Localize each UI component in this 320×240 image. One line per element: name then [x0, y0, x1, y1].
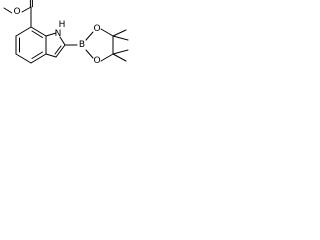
chemical-structure: O O H N B O O — [3, 0, 129, 66]
bond-benzene-inner-1 — [31, 30, 43, 38]
atom-indole-hydrogen: H — [59, 20, 66, 30]
atom-ring-oxygen-top: O — [93, 24, 100, 34]
bond-methyl-top-1 — [112, 29, 127, 37]
bond-b-o-bottom — [85, 49, 94, 59]
atom-boron: B — [79, 40, 85, 50]
bond-methyl-bottom-2 — [112, 53, 127, 62]
bond-benzene-inner-2 — [31, 51, 43, 59]
bond-benzene-3 — [30, 53, 47, 64]
bond-o-bottom-c — [100, 53, 114, 62]
bond-b-o-top — [85, 31, 94, 41]
bond-c3-c3a — [45, 53, 57, 58]
bond-c2-c3 — [55, 44, 66, 58]
atom-carbonyl-oxygen: O — [28, 0, 35, 1]
bond-n-c2 — [59, 36, 66, 46]
bond-benzene-6 — [15, 26, 32, 37]
bond-methyl-o — [3, 7, 13, 14]
bond-methyl-bottom-1 — [112, 49, 129, 55]
bond-methyl-top-2 — [112, 35, 129, 41]
bond-o-top-c — [100, 28, 114, 37]
bond-benzene-4 — [15, 53, 32, 64]
bond-c7a-n — [45, 32, 57, 37]
bonds — [3, 0, 129, 64]
atom-indole-nitrogen: N — [55, 29, 62, 39]
atoms: O O H N B O O — [12, 0, 101, 66]
bond-o-carbonyl-c — [21, 6, 32, 13]
atom-methyl-oxygen: O — [13, 7, 20, 17]
bond-c2-c3-inner — [54, 45, 62, 55]
bond-benzene-1 — [30, 26, 47, 37]
atom-ring-oxygen-bottom: O — [93, 56, 100, 66]
atom-bg — [12, 7, 21, 17]
